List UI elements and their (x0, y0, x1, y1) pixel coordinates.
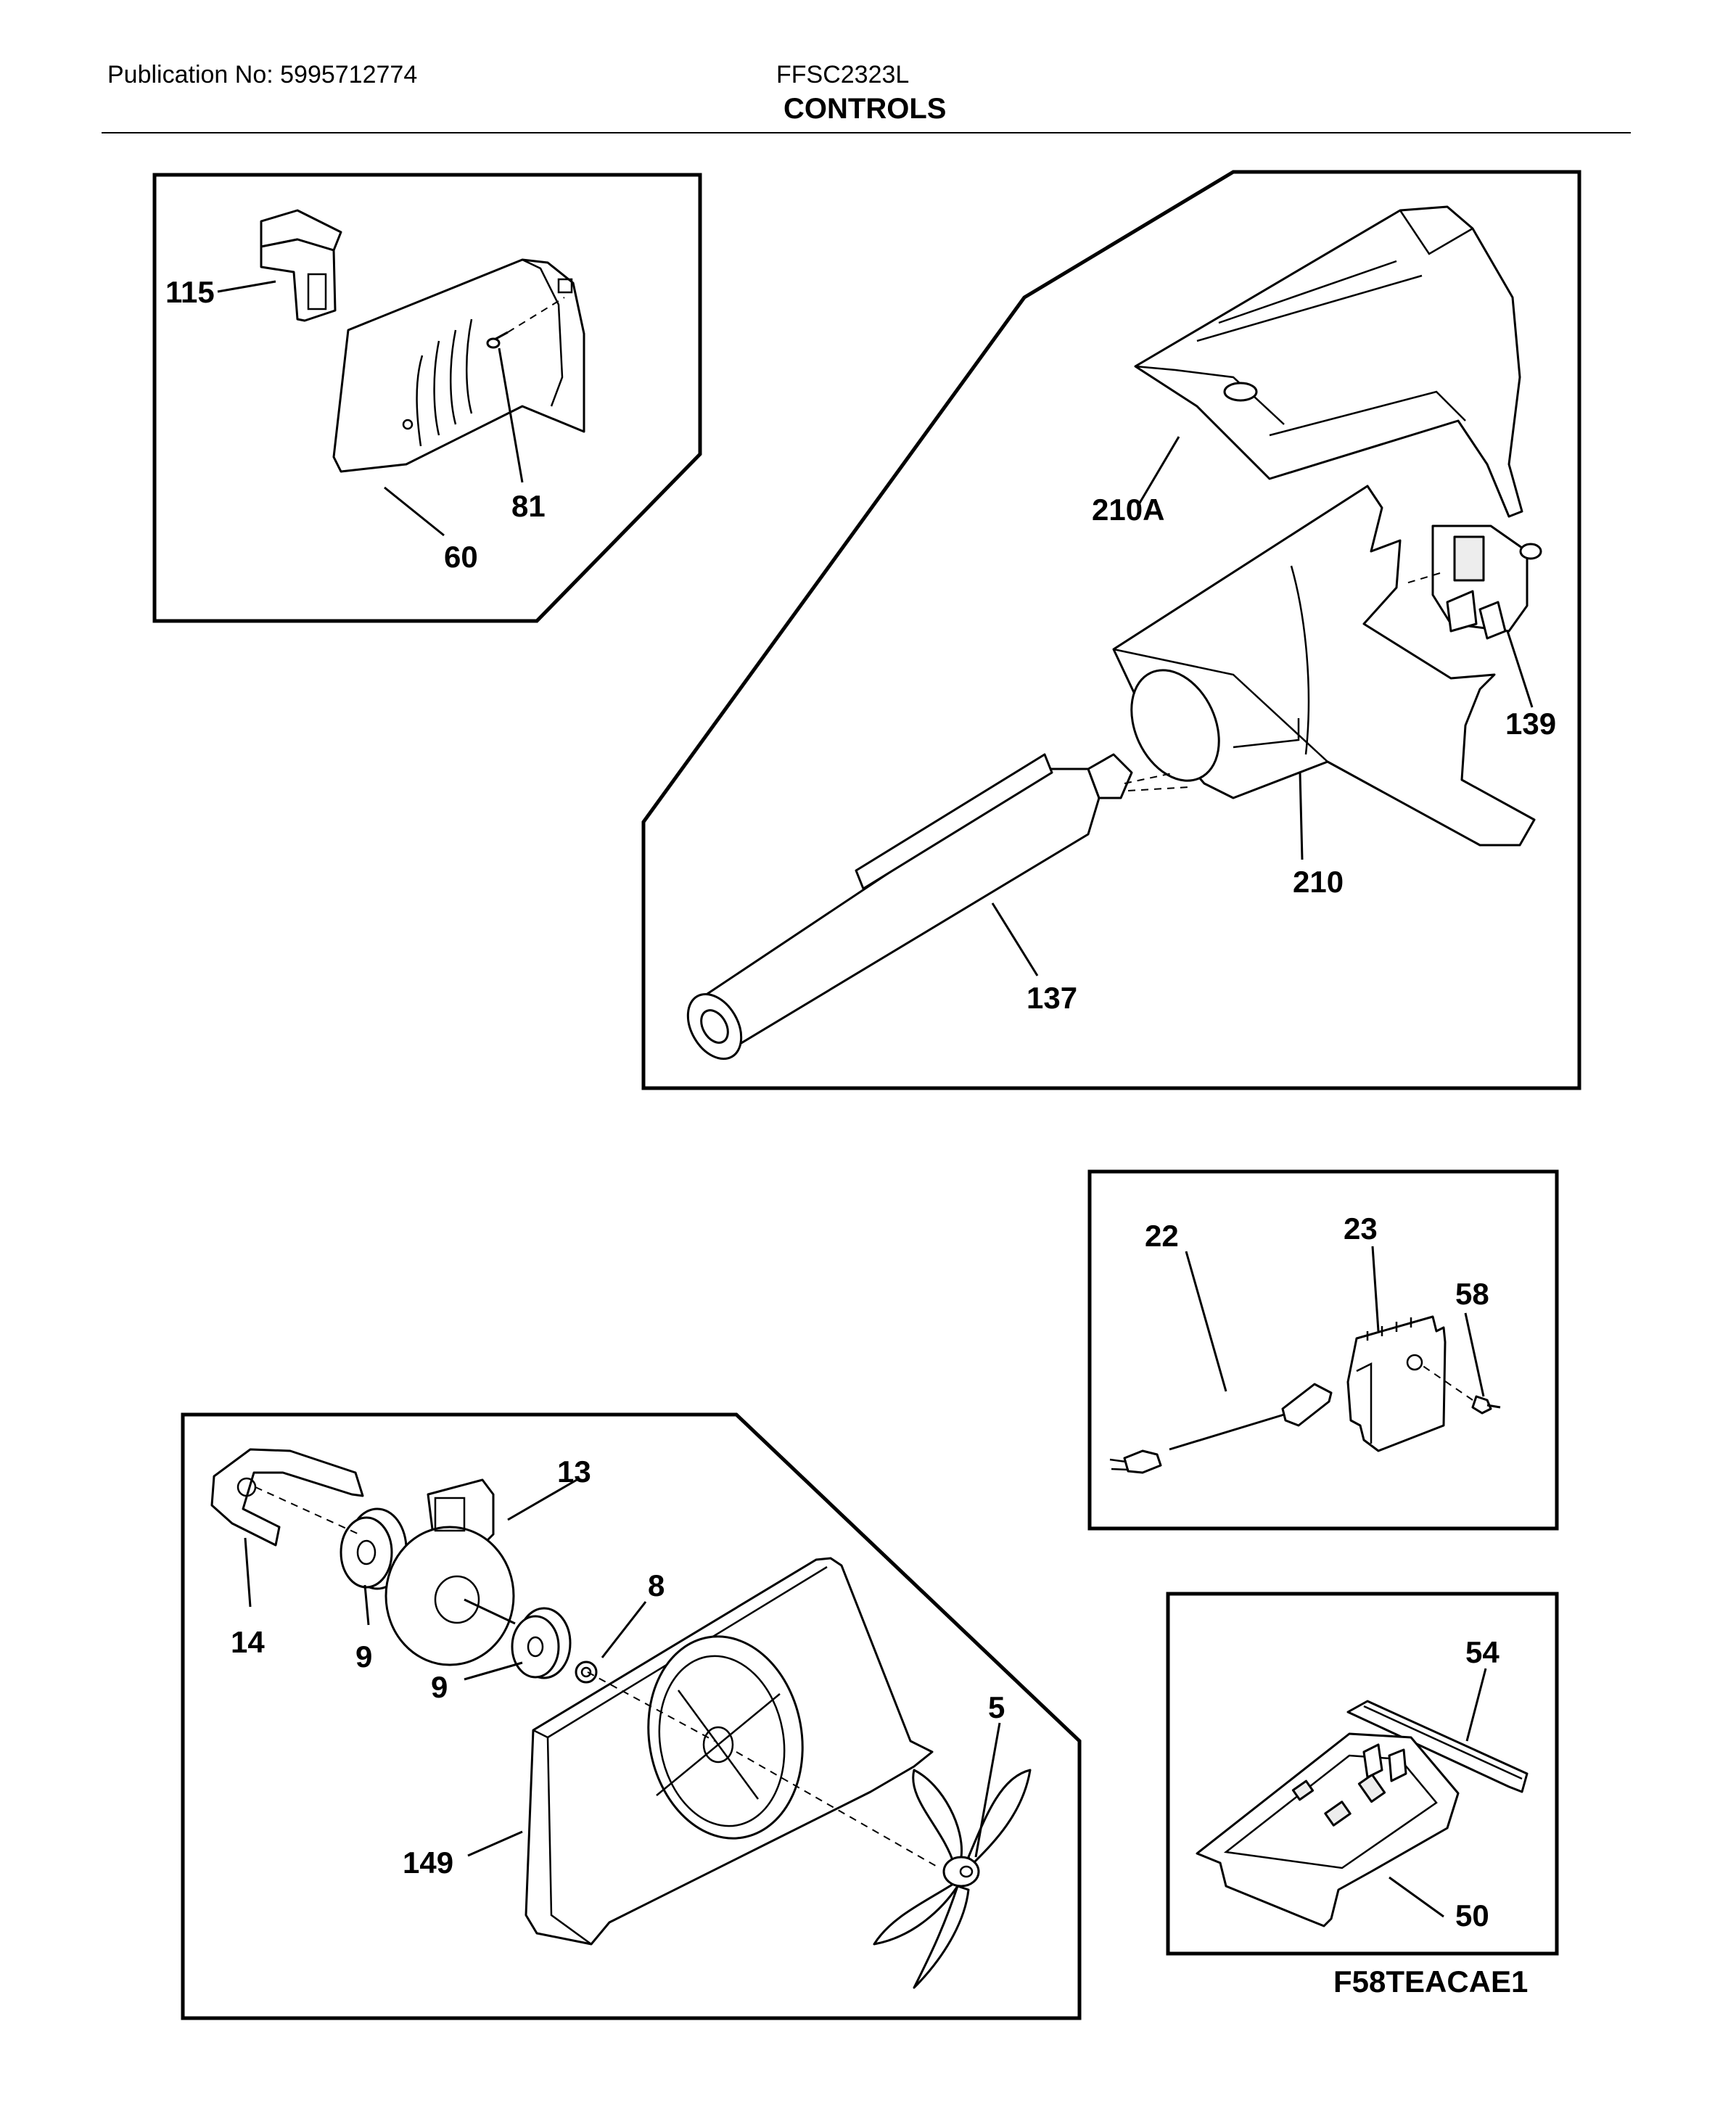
callout-210A: 210A (1092, 493, 1164, 527)
part-54-bracket (1346, 1700, 1529, 1793)
part-8-washer (575, 1661, 598, 1684)
callout-14: 14 (231, 1625, 265, 1659)
part-23-sensor-cover (1346, 1315, 1447, 1452)
callout-5: 5 (988, 1690, 1005, 1724)
callout-210: 210 (1293, 865, 1344, 899)
header-rule (102, 132, 1631, 133)
callout-81: 81 (511, 489, 546, 523)
callout-9-front: 9 (431, 1670, 448, 1704)
part-5-fan-blade (873, 1769, 1032, 1989)
callout-50: 50 (1455, 1898, 1489, 1933)
part-81-screw (486, 297, 565, 349)
frame-fan-assembly (181, 1412, 1082, 2020)
part-22-thermistor (1109, 1383, 1333, 1474)
part-149-fan-shroud (524, 1557, 934, 1946)
part-58-screw (1421, 1365, 1501, 1415)
callout-115: 115 (165, 275, 215, 309)
part-14-motor-bracket (210, 1448, 364, 1547)
callout-8: 8 (648, 1568, 665, 1602)
callout-149: 149 (403, 1845, 453, 1880)
callout-13: 13 (557, 1454, 591, 1489)
part-139-water-valve (1403, 524, 1542, 640)
callout-54: 54 (1465, 1635, 1500, 1669)
callout-60: 60 (444, 540, 478, 574)
part-13-fan-motor (384, 1478, 516, 1666)
model-number: FFSC2323L (776, 61, 910, 89)
callout-22: 22 (1145, 1219, 1179, 1253)
callout-137: 137 (1027, 981, 1077, 1015)
callout-58: 58 (1455, 1277, 1489, 1311)
figure-code: F58TEACAE1 (1333, 1964, 1529, 1999)
page-title: CONTROLS (783, 93, 947, 125)
part-210A-filter-cover (1134, 205, 1523, 518)
part-137-water-filter (686, 753, 1190, 1061)
frame-control-board (1166, 1592, 1559, 1956)
callout-9-rear: 9 (355, 1639, 372, 1674)
frame-control-housing (152, 173, 702, 623)
callout-139: 139 (1505, 707, 1556, 741)
part-115-connector (260, 209, 342, 322)
frame-sensor (1087, 1169, 1559, 1531)
part-50-control-board (1196, 1732, 1460, 1927)
publication-number: Publication No: 5995712774 (107, 61, 418, 89)
frame-water-filter (641, 170, 1581, 1090)
callout-23: 23 (1344, 1211, 1378, 1246)
part-9-grommet-front (511, 1607, 572, 1679)
part-60-control-housing (332, 258, 585, 473)
part-210-filter-head (1112, 485, 1536, 847)
